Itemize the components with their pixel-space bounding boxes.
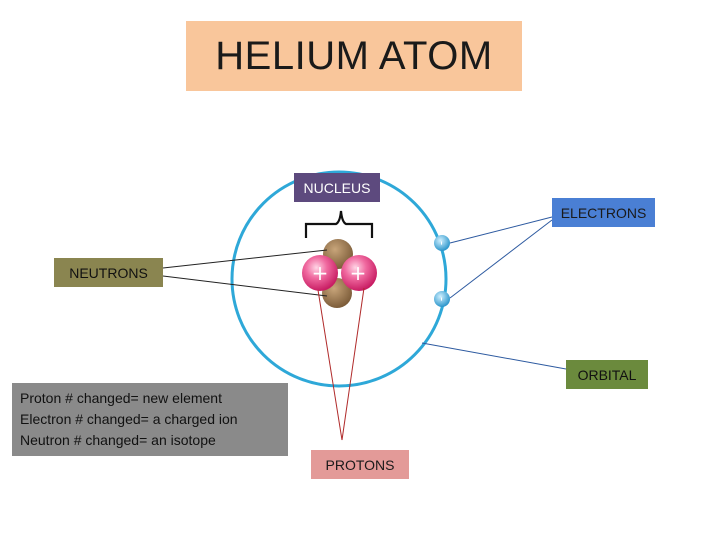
electron-bottom xyxy=(434,291,450,307)
fact-proton: Proton # changed= new element xyxy=(20,390,222,406)
fact-electron: Electron # changed= a charged ion xyxy=(20,411,238,427)
electron-top xyxy=(434,235,450,251)
electrons-leader-top xyxy=(449,216,553,244)
electrons-leader-bottom xyxy=(449,219,553,299)
orbital-leader xyxy=(421,342,567,370)
neutrons-label: NEUTRONS xyxy=(54,258,163,287)
proton-right-sign: + xyxy=(350,261,367,285)
electron-bottom-sign: - xyxy=(435,297,449,301)
protons-leader-right xyxy=(341,287,365,441)
proton-right xyxy=(341,255,377,291)
electrons-label: ELECTRONS xyxy=(552,198,655,227)
fact-neutron: Neutron # changed= an isotope xyxy=(20,432,216,448)
proton-left xyxy=(302,255,338,291)
protons-leader-left xyxy=(317,289,343,441)
proton-left-sign: + xyxy=(312,261,329,285)
nucleus-bracket xyxy=(304,210,374,238)
title-box: HELIUM ATOM xyxy=(186,21,522,91)
orbital-ring xyxy=(230,170,448,388)
orbital-label: ORBITAL xyxy=(566,360,648,389)
facts-box: Proton # changed= new element Electron #… xyxy=(12,383,288,456)
protons-label: PROTONS xyxy=(311,450,409,479)
electron-top-sign: - xyxy=(435,241,449,245)
nucleus-label: NUCLEUS xyxy=(294,173,380,202)
neutrons-leader-bottom xyxy=(162,275,328,297)
neutrons-leader-top xyxy=(162,249,328,269)
diagram-title: HELIUM ATOM xyxy=(215,33,493,78)
